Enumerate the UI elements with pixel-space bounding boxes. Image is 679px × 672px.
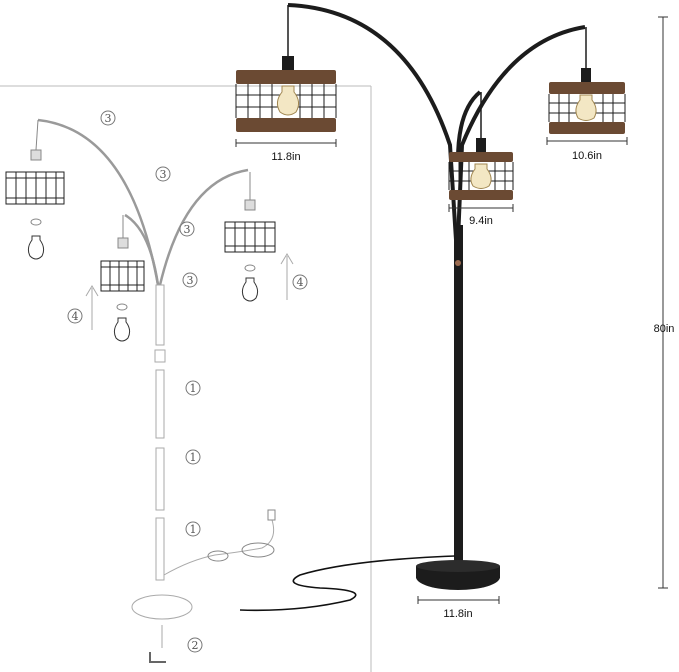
diagram-shade-middle xyxy=(100,260,145,292)
step-marker: 1 xyxy=(185,521,201,537)
svg-text:1: 1 xyxy=(190,382,197,395)
diagram-pole-section-2 xyxy=(155,447,165,511)
step-marker: 3 xyxy=(179,221,195,237)
step-marker: 2 xyxy=(187,637,203,653)
svg-text:4: 4 xyxy=(72,310,79,323)
diagram-bulb-right xyxy=(241,277,259,302)
dim-label-middle-shade: 9.4in xyxy=(469,215,493,227)
svg-text:3: 3 xyxy=(187,274,194,287)
lamp-pole xyxy=(454,225,463,570)
svg-text:1: 1 xyxy=(190,523,197,536)
diagram-lift-arrow-right xyxy=(280,253,294,300)
step-marker: 3 xyxy=(155,166,171,182)
diagram-ring-left xyxy=(30,218,42,226)
diagram-arm-right xyxy=(158,168,249,286)
diagram-switch xyxy=(154,349,166,363)
lamp-arm-middle xyxy=(456,90,482,161)
diagram-pole-section-1 xyxy=(155,369,165,439)
lamp-arm-tall xyxy=(287,3,458,241)
step-marker: 3 xyxy=(182,272,198,288)
svg-text:3: 3 xyxy=(160,168,167,181)
diagram-bulb-middle xyxy=(113,317,131,342)
svg-text:2: 2 xyxy=(192,639,199,652)
exploded-assembly-view xyxy=(0,85,372,672)
diagram-shade-right xyxy=(224,221,276,253)
dim-label-right-shade: 10.6in xyxy=(572,150,602,162)
step-marker: 3 xyxy=(100,110,116,126)
lamp-shade-large xyxy=(235,56,337,132)
diagram-base xyxy=(131,594,193,620)
dim-label-large-shade: 11.8in xyxy=(271,151,300,163)
lamp-base-rim xyxy=(416,560,500,572)
diagram-bulb-left xyxy=(27,235,45,260)
diagram-socket-right xyxy=(244,199,256,211)
svg-text:3: 3 xyxy=(105,112,112,125)
svg-text:4: 4 xyxy=(297,276,304,289)
diagram-power-cord xyxy=(163,519,275,576)
step-markers: 3 3 3 3 4 4 1 1 1 2 xyxy=(67,110,308,653)
diagram-pole-section-3 xyxy=(155,517,165,581)
step-marker: 1 xyxy=(185,449,201,465)
step-marker: 1 xyxy=(185,380,201,396)
assembled-lamp xyxy=(235,3,626,612)
diagram-pole-top xyxy=(155,284,165,346)
lamp-arm-right xyxy=(456,25,586,241)
lamp-pole-switch xyxy=(455,260,461,266)
step-marker: 4 xyxy=(292,274,308,290)
diagram-ring-middle xyxy=(116,303,128,311)
diagram-hex-key xyxy=(149,652,166,663)
svg-text:3: 3 xyxy=(184,223,191,236)
diagram-cord-left xyxy=(35,119,39,151)
diagram-foot-switch xyxy=(207,550,229,562)
step-marker: 4 xyxy=(67,308,83,324)
lamp-power-cord xyxy=(239,555,456,612)
dim-label-base: 11.8in xyxy=(443,608,472,620)
diagram-shade-left xyxy=(5,171,65,205)
lamp-shade-right xyxy=(548,68,626,134)
dimension-lines xyxy=(235,16,668,604)
svg-text:1: 1 xyxy=(190,451,197,464)
diagram-lift-arrow-left xyxy=(85,285,99,330)
diagram-cord-coil xyxy=(241,542,275,558)
diagram-arm-middle xyxy=(124,213,160,286)
diagram-ring-right xyxy=(244,264,256,272)
lamp-shade-middle xyxy=(448,138,514,200)
dim-label-height: 80in xyxy=(654,323,675,335)
diagram-socket-middle xyxy=(117,237,129,249)
diagram-plug xyxy=(267,509,276,521)
diagram-socket-left xyxy=(30,149,42,161)
